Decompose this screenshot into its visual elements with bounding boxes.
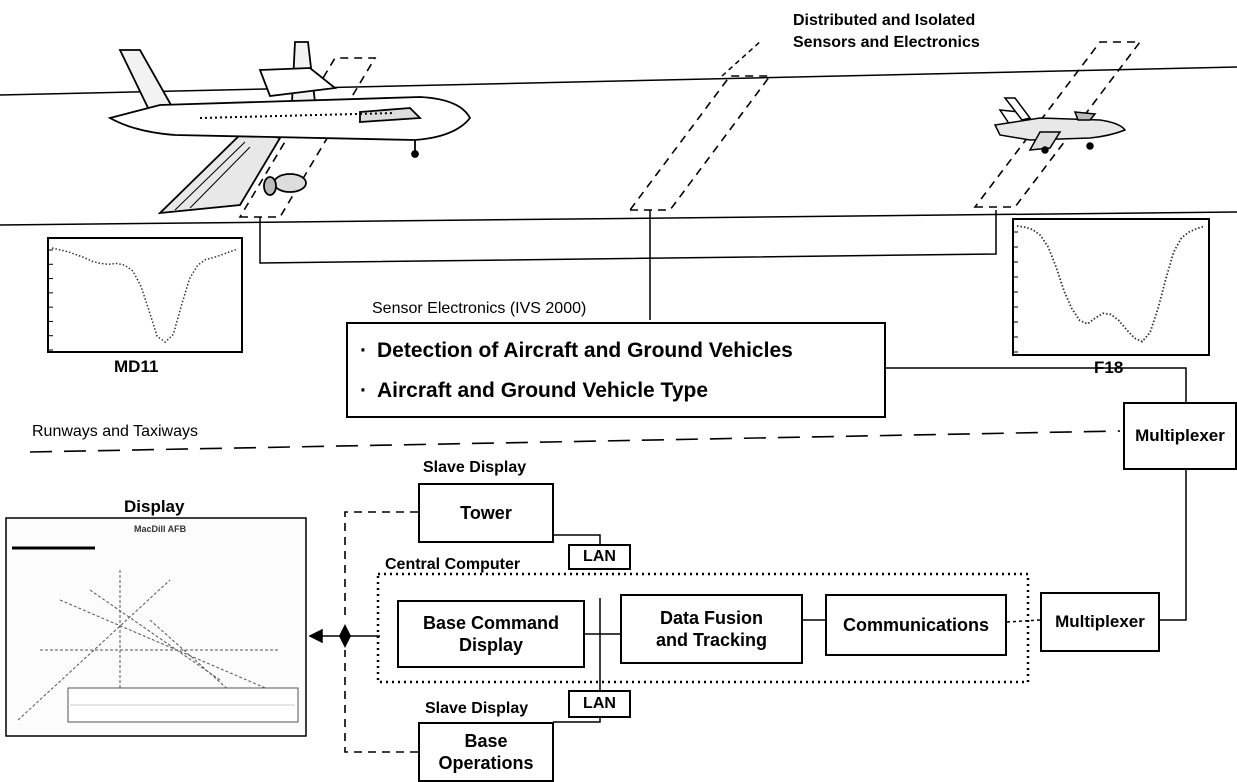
slave-display-bottom-label: Slave Display <box>425 700 529 717</box>
runway-divider <box>29 430 1121 453</box>
sensor-zone-center <box>628 75 772 211</box>
md11-signature-frame <box>47 237 243 353</box>
base-operations-box: Base Operations <box>418 722 554 782</box>
dashed-display-links <box>344 511 418 753</box>
bullet-text-type: Aircraft and Ground Vehicle Type <box>377 379 709 402</box>
base-command-display-text: Base Command Display <box>423 612 559 657</box>
sensors-label-line2: Sensors and Electronics <box>793 33 980 51</box>
md11-label: MD11 <box>114 357 159 376</box>
sensors-label-line1: Distributed and Isolated <box>793 12 976 29</box>
md11-signature-trace <box>51 247 239 344</box>
sensor-electronics-label: Sensor Electronics (IVS 2000) <box>372 300 587 317</box>
cable-multiplexer-link <box>1160 470 1187 621</box>
tower-label: Tower <box>460 502 512 523</box>
communications-box: Communications <box>825 594 1007 656</box>
lan-bottom-box: LAN <box>568 690 631 718</box>
multiplexer-top-box: Multiplexer <box>1123 402 1237 470</box>
data-fusion-box: Data Fusion and Tracking <box>620 594 803 664</box>
bullet-mark-1: · <box>360 339 367 362</box>
communications-label: Communications <box>842 614 989 635</box>
bullet-item-type: · Aircraft and Ground Vehicle Type <box>360 378 708 404</box>
lan-bottom-label: LAN <box>583 695 616 712</box>
runway-top-edge <box>0 66 1237 96</box>
bullet-text-detection: Detection of Aircraft and Ground Vehicle… <box>377 339 793 362</box>
base-operations-text: Base Operations <box>438 730 533 775</box>
runway-bottom-edge <box>0 211 1237 226</box>
airbase-display-thumbnail <box>5 517 307 737</box>
multiplexer-bottom-label: Multiplexer <box>1055 612 1145 632</box>
plot-ticks <box>48 231 1018 353</box>
base-operations-line2: Operations <box>438 753 534 773</box>
f18-aircraft-icon <box>993 97 1127 154</box>
bullet-item-detection: · Detection of Aircraft and Ground Vehicl… <box>360 338 793 364</box>
lan-top-box: LAN <box>568 544 631 570</box>
central-computer-label: Central Computer <box>385 556 521 573</box>
base-command-line2: Display <box>458 635 523 655</box>
f18-signature-frame <box>1012 218 1210 356</box>
sensors-label: Distributed and Isolated Sensors and Ele… <box>793 10 980 53</box>
display-link-arrow-down <box>339 636 351 648</box>
runways-label: Runways and Taxiways <box>32 423 199 440</box>
base-operations-line1: Base <box>464 730 508 751</box>
tower-box: Tower <box>418 483 554 543</box>
data-fusion-line2: and Tracking <box>655 630 768 650</box>
f18-signature-trace <box>1016 225 1206 343</box>
sensors-callout-line <box>721 39 763 77</box>
lan-top-label: LAN <box>583 548 616 565</box>
sensor-electronics-box: · Detection of Aircraft and Ground Vehicl… <box>346 322 886 418</box>
display-link-arrow-up <box>339 624 351 636</box>
base-command-display-box: Base Command Display <box>397 600 585 668</box>
central-computer-enclosure <box>376 572 1030 684</box>
sensor-zone-f18 <box>973 41 1142 208</box>
sensor-cable-main <box>259 210 997 264</box>
cable-to-multiplexer-top <box>886 367 1187 405</box>
f18-label: F18 <box>1094 358 1124 377</box>
display-screen-title: MacDill AFB <box>134 524 187 534</box>
slave-display-top-label: Slave Display <box>423 459 527 476</box>
display-label: Display <box>124 497 185 516</box>
md11-aircraft-icon <box>107 41 472 215</box>
bullet-mark-2: · <box>360 379 367 402</box>
base-command-line1: Base Command <box>422 612 560 633</box>
multiplexer-top-label: Multiplexer <box>1135 426 1225 446</box>
data-fusion-text: Data Fusion and Tracking <box>656 607 767 652</box>
data-fusion-line1: Data Fusion <box>659 607 763 628</box>
sensor-cables <box>259 210 1187 621</box>
multiplexer-bottom-box: Multiplexer <box>1040 592 1160 652</box>
